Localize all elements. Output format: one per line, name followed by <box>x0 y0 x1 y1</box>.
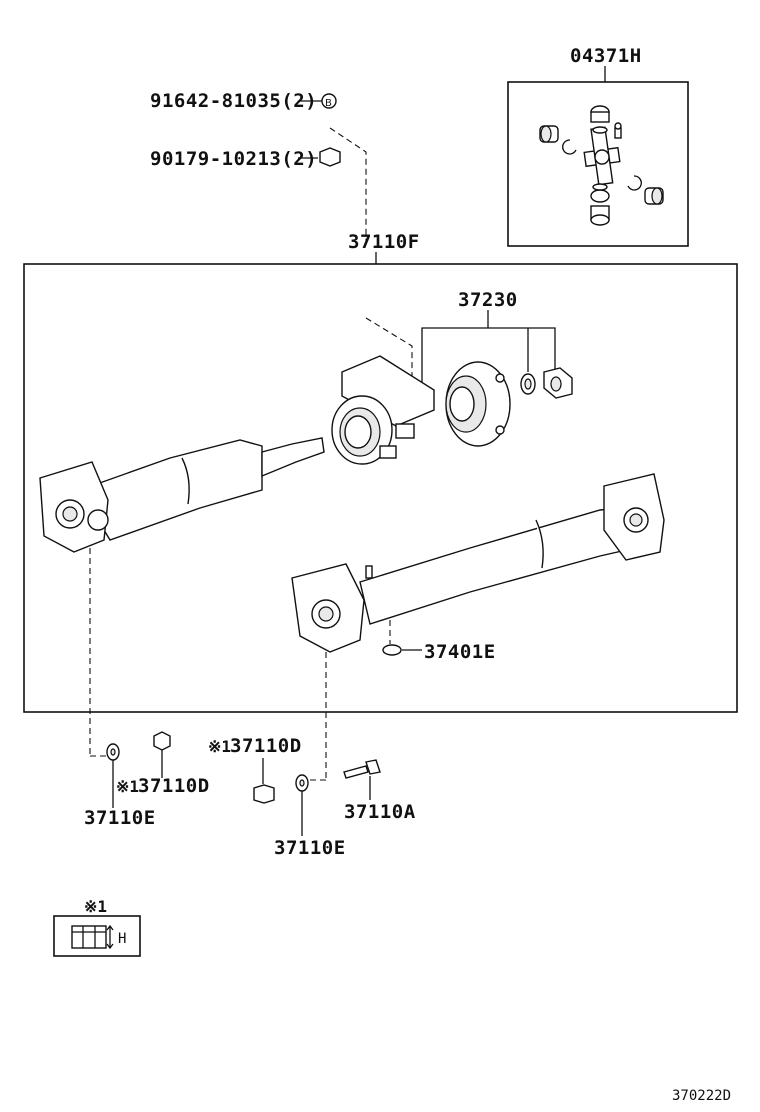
label-37401E[interactable]: 37401E <box>424 641 496 663</box>
washer-37401E-icon <box>382 644 402 656</box>
propeller-shaft-assembly: 37110F 37230 <box>23 231 738 713</box>
nut-icon <box>319 147 341 167</box>
washer-icon <box>520 373 536 395</box>
bolt-head-icon <box>321 93 337 109</box>
universal-joint-spider-icon <box>539 105 664 226</box>
label-37110E-left[interactable]: 37110E <box>84 807 156 829</box>
rear-shaft-icon <box>291 473 665 653</box>
height-label: H <box>118 931 126 947</box>
legend-box <box>53 915 141 957</box>
ref-mark-left: ※1 <box>116 777 139 796</box>
nut-90179-group: 90179-10213(2) <box>150 147 341 170</box>
label-04371H[interactable]: 04371H <box>570 45 642 67</box>
bolt-91642-group: 91642-81035(2) B <box>150 90 337 112</box>
nut-37110D-top-icon <box>253 784 275 804</box>
bolt-mark-letter: B <box>325 98 332 109</box>
center-bearing-bracket-icon <box>331 355 435 465</box>
ref-mark-top: ※1 <box>208 737 231 756</box>
lower-fasteners-group: 37110E ※1 37110D ※1 37110D 37110E 37110A <box>84 731 416 859</box>
front-shaft-icon <box>39 437 325 553</box>
label-37110D-top[interactable]: 37110D <box>230 735 302 757</box>
label-91642-81035[interactable]: 91642-81035(2) <box>150 90 317 112</box>
kit-box <box>507 81 689 247</box>
universal-joint-kit-group: 04371H <box>507 45 689 247</box>
label-37230[interactable]: 37230 <box>458 289 518 311</box>
reference-legend: ※1 H <box>53 897 141 957</box>
nut-37110D-left-icon <box>153 731 171 751</box>
label-90179-10213[interactable]: 90179-10213(2) <box>150 148 317 170</box>
diagram-code: 370222D <box>672 1088 731 1104</box>
label-37110F[interactable]: 37110F <box>348 231 420 253</box>
flange-nut-icon <box>543 367 573 399</box>
bolt-37110A-icon <box>343 765 369 779</box>
companion-flange-icon <box>445 361 511 447</box>
assembly-box <box>23 263 738 713</box>
nut-height-icon <box>71 924 114 950</box>
label-37110A[interactable]: 37110A <box>344 801 416 823</box>
reference-mark-icon: ※1 <box>84 897 107 916</box>
label-37110E-right[interactable]: 37110E <box>274 837 346 859</box>
label-37110D-left[interactable]: 37110D <box>138 775 210 797</box>
